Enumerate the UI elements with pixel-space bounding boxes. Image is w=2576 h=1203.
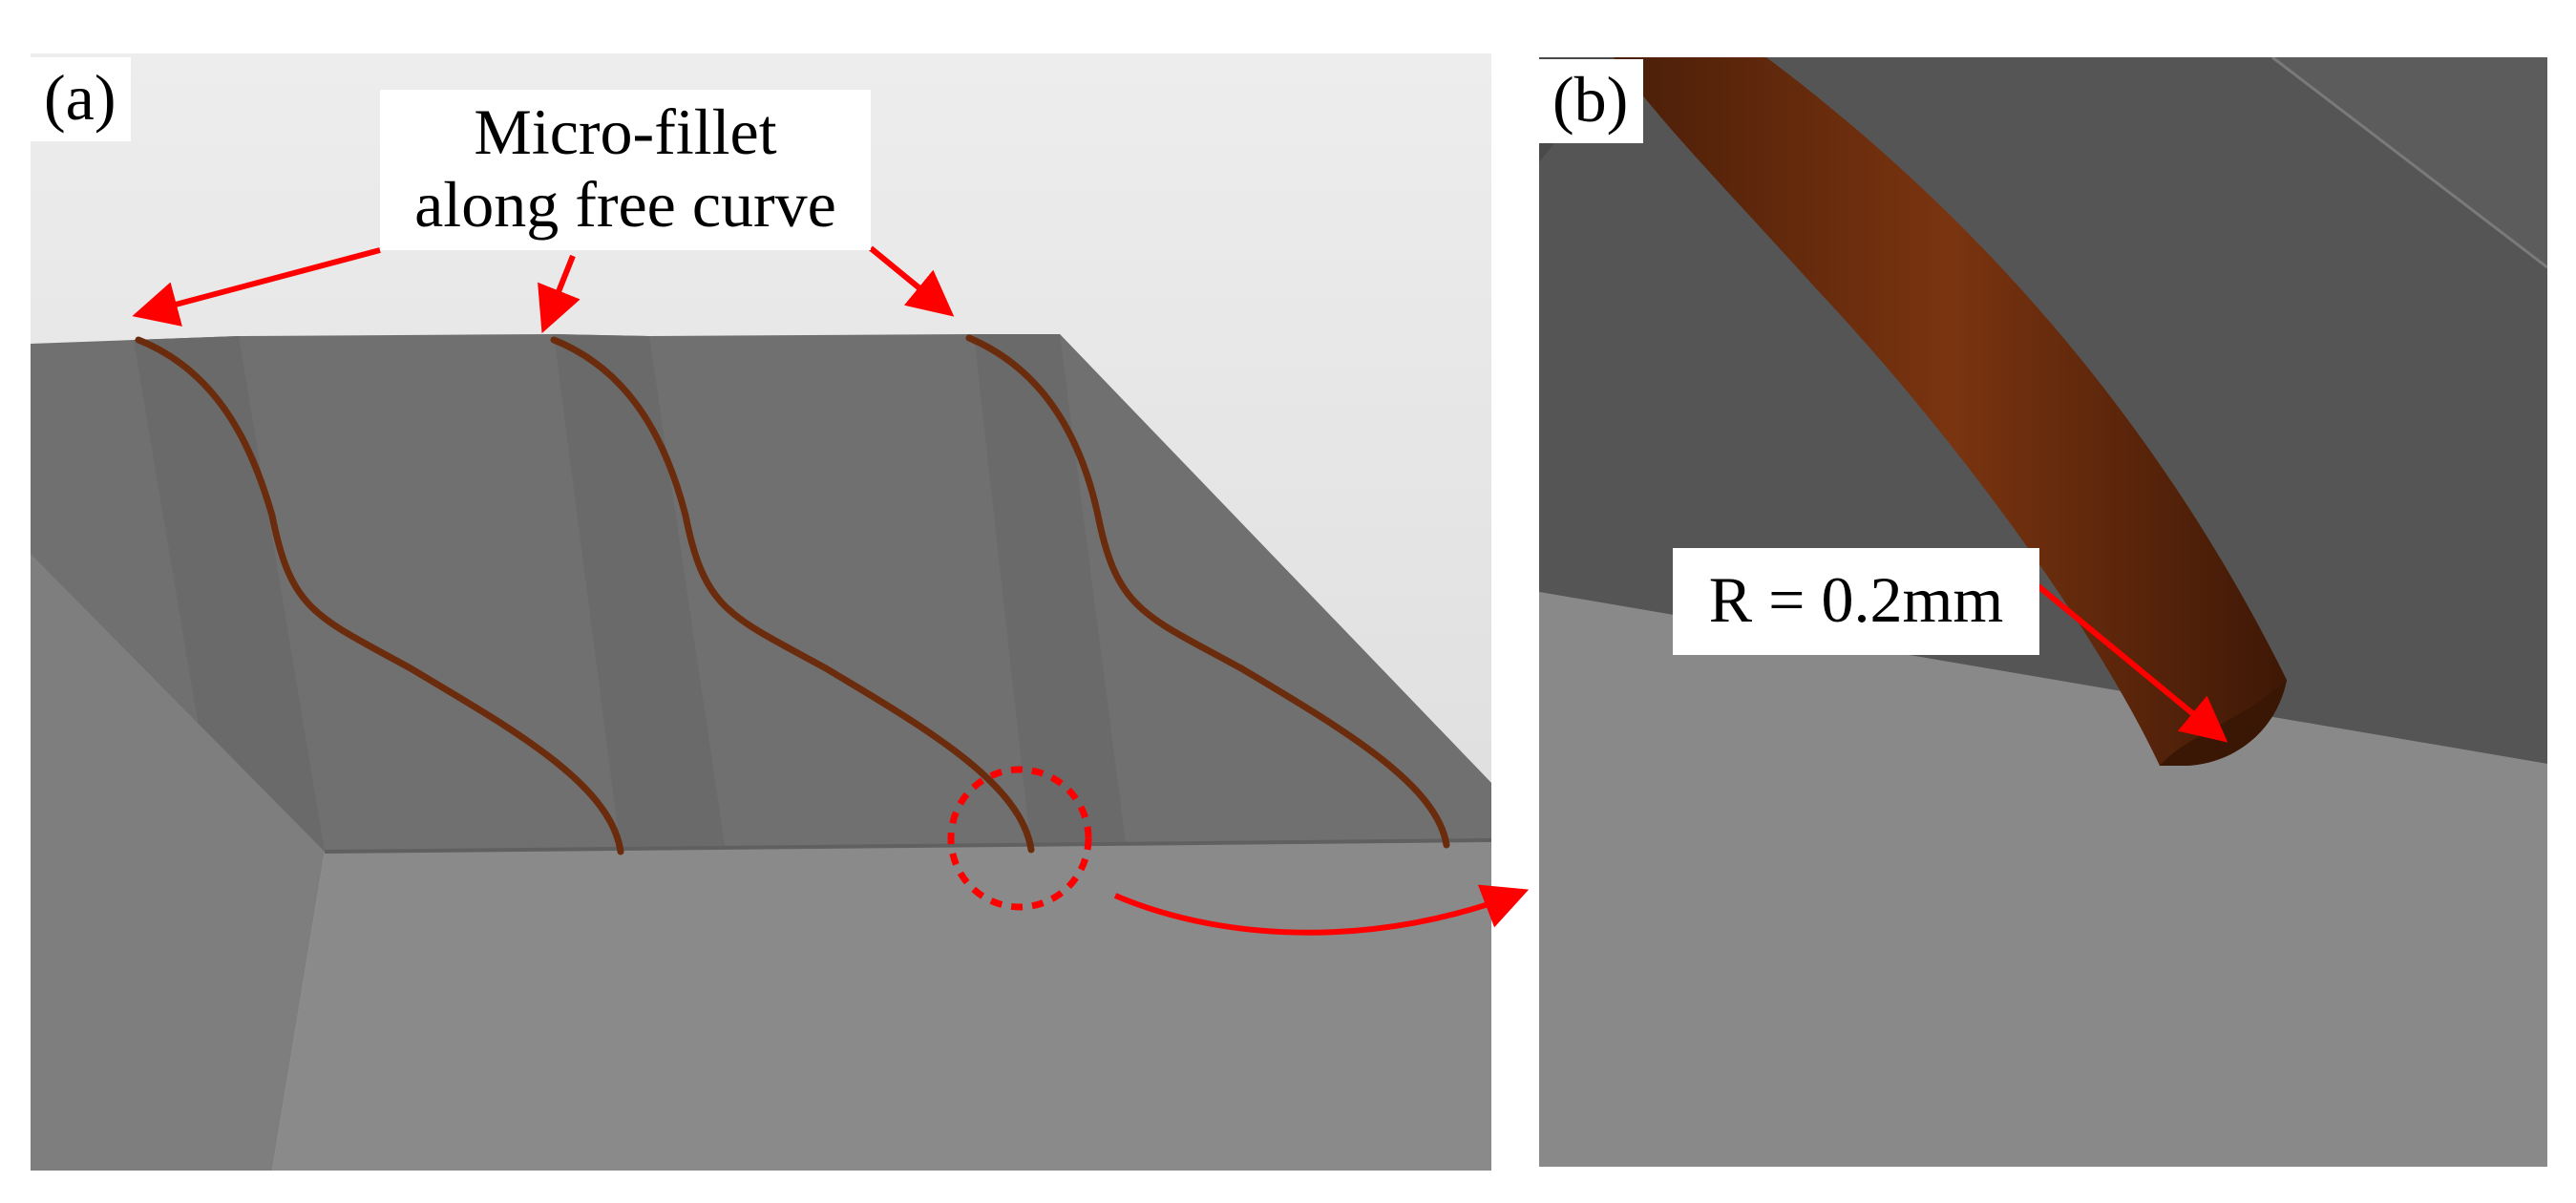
front-face <box>272 840 1491 1171</box>
groove-band-1 <box>134 336 325 852</box>
panel-a-label: (a) <box>31 57 132 141</box>
radius-arrow <box>2032 580 2228 743</box>
arrow-to-fillet-1 <box>132 247 381 327</box>
fillet-tube <box>1614 57 2287 766</box>
callout-arrows <box>132 245 955 334</box>
zoom-circle <box>947 766 1092 911</box>
micro-fillet-line1: Micro-fillet <box>474 95 777 168</box>
upper-strip <box>1539 57 2547 267</box>
groove-band-2 <box>554 334 726 852</box>
upper-edge-line <box>2271 57 2547 269</box>
fillet-curve-2 <box>550 336 1035 854</box>
radius-callout: R = 0.2mm <box>1673 548 2039 656</box>
arrow-to-fillet-3 <box>869 245 955 317</box>
micro-fillet-line2: along free curve <box>414 168 836 242</box>
fillet-curve-1 <box>135 336 624 855</box>
micro-fillet-callout: Micro-fillet along free curve <box>380 90 871 251</box>
groove-band-3 <box>974 334 1127 850</box>
zoom-connector-arrow <box>1113 884 1530 936</box>
lower-face <box>1539 592 2547 1167</box>
left-face <box>31 554 325 1171</box>
top-face <box>31 334 1491 855</box>
arrow-to-fillet-2 <box>538 254 581 334</box>
panel-b-label: (b) <box>1539 59 1644 143</box>
fillet-tube-cap <box>2160 680 2287 766</box>
front-edge <box>324 838 1491 854</box>
fillet-curve-3 <box>965 334 1450 849</box>
